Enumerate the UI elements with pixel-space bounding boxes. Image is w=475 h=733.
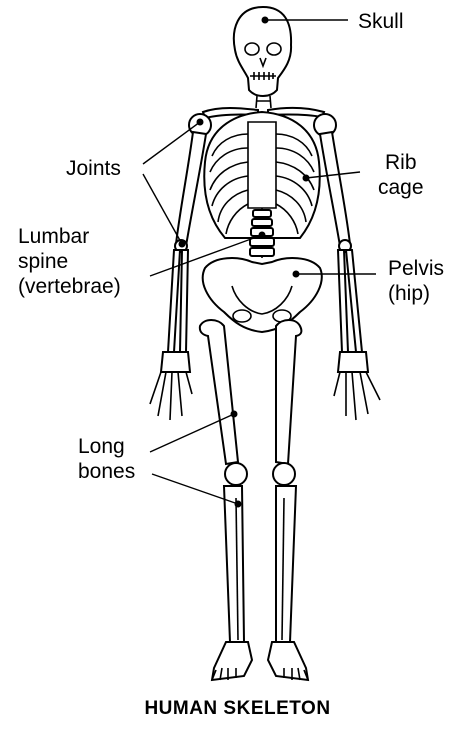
label-joints: Joints xyxy=(66,156,121,181)
right-hand-shape xyxy=(334,352,380,420)
label-skull: Skull xyxy=(358,9,404,34)
right-foot-shape xyxy=(268,642,308,680)
label-lumbar-line2: spine xyxy=(18,249,121,274)
label-long-line1: Long xyxy=(78,434,135,459)
label-pelvis: Pelvis (hip) xyxy=(388,256,444,306)
left-foot-shape xyxy=(212,642,252,680)
label-lumbar-line1: Lumbar xyxy=(18,224,121,249)
label-long-bones: Long bones xyxy=(78,434,135,484)
label-long-line2: bones xyxy=(78,459,135,484)
label-lumbar-spine: Lumbar spine (vertebrae) xyxy=(18,224,121,299)
left-hand-shape xyxy=(150,352,192,420)
label-rib-line1: Rib xyxy=(378,150,424,175)
label-pelvis-line2: (hip) xyxy=(388,281,444,306)
diagram-caption: HUMAN SKELETON xyxy=(0,698,475,720)
label-rib-line2: cage xyxy=(378,175,424,200)
skeleton-figure xyxy=(150,7,380,680)
label-pelvis-line1: Pelvis xyxy=(388,256,444,281)
label-rib-cage: Rib cage xyxy=(378,150,424,200)
pelvis-shape xyxy=(203,258,322,332)
label-lumbar-line3: (vertebrae) xyxy=(18,274,121,299)
